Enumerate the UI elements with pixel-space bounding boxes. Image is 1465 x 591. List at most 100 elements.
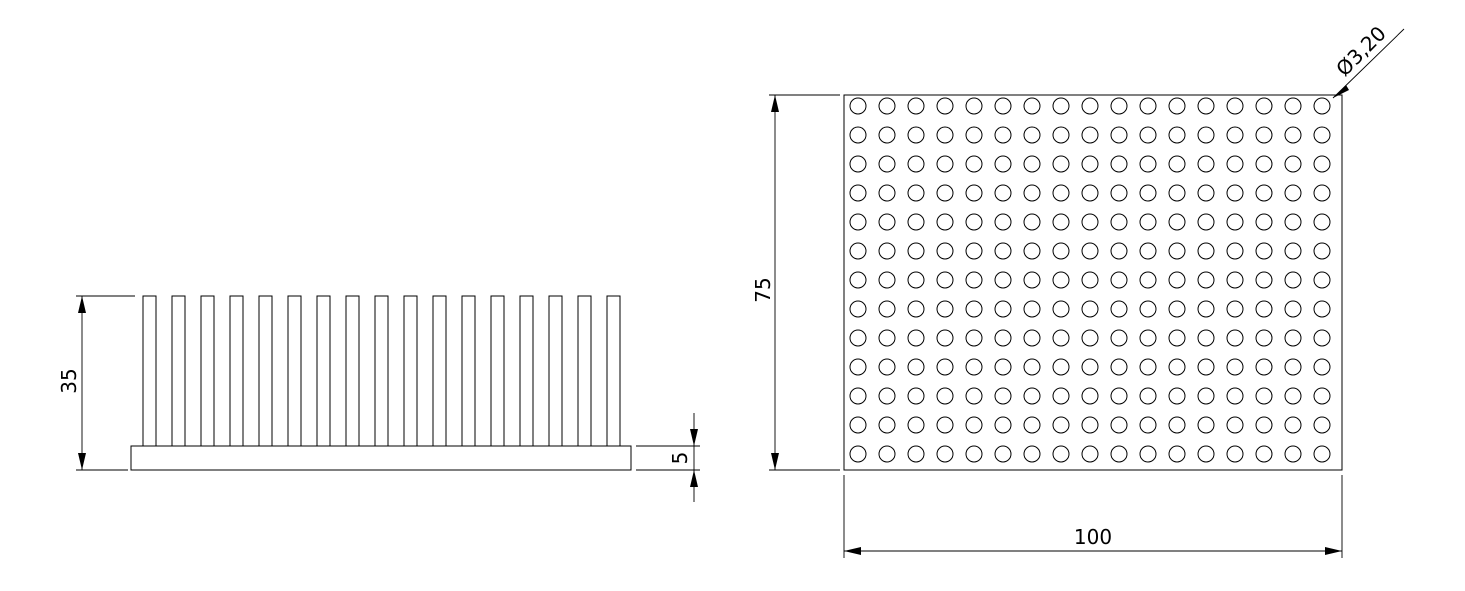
hole: [1255, 358, 1273, 376]
hole: [965, 155, 983, 173]
hole: [1313, 155, 1331, 173]
hole: [1255, 300, 1273, 318]
base-dimension-label: 5: [668, 452, 692, 465]
hole: [1284, 300, 1302, 318]
hole: [1110, 329, 1128, 347]
hole: [1110, 387, 1128, 405]
hole: [849, 213, 867, 231]
hole: [1081, 387, 1099, 405]
hole: [1255, 271, 1273, 289]
hole: [878, 184, 896, 202]
pin: [403, 295, 418, 447]
hole: [1052, 184, 1070, 202]
hole: [849, 126, 867, 144]
hole: [1226, 271, 1244, 289]
hole: [1052, 155, 1070, 173]
hole: [1313, 387, 1331, 405]
hole: [1052, 97, 1070, 115]
hole: [1255, 387, 1273, 405]
plate-outline: [843, 94, 1343, 471]
hole: [1197, 242, 1215, 260]
hole: [965, 300, 983, 318]
hole: [1023, 155, 1041, 173]
hole: [849, 416, 867, 434]
hole: [1081, 445, 1099, 463]
height-dimension-label-75: 75: [751, 277, 775, 302]
width-dimension-label: 100: [1074, 525, 1112, 549]
hole: [849, 184, 867, 202]
pin: [548, 295, 563, 447]
hole: [878, 300, 896, 318]
hole: [1255, 126, 1273, 144]
hole: [1313, 300, 1331, 318]
hole: [965, 416, 983, 434]
top-view: 75 100 Ø3,20: [751, 21, 1405, 558]
pin: [461, 295, 476, 447]
hole: [1110, 416, 1128, 434]
hole: [1052, 358, 1070, 376]
hole: [1255, 155, 1273, 173]
hole: [1255, 445, 1273, 463]
width-dimension-100: 100: [843, 475, 1343, 558]
pin: [432, 295, 447, 447]
hole: [965, 126, 983, 144]
hole: [849, 358, 867, 376]
hole: [907, 445, 925, 463]
hole: [878, 155, 896, 173]
hole: [1313, 213, 1331, 231]
hole: [849, 242, 867, 260]
hole: [1284, 213, 1302, 231]
hole: [1110, 126, 1128, 144]
hole: [1197, 271, 1215, 289]
hole: [994, 271, 1012, 289]
hole: [1255, 242, 1273, 260]
height-dimension-label: 35: [57, 368, 81, 393]
hole: [1139, 271, 1157, 289]
hole: [1197, 126, 1215, 144]
hole: [1168, 271, 1186, 289]
hole: [965, 184, 983, 202]
hole: [1284, 242, 1302, 260]
hole: [1168, 184, 1186, 202]
hole: [1110, 358, 1128, 376]
pin: [258, 295, 273, 447]
hole: [1081, 329, 1099, 347]
hole: [936, 126, 954, 144]
hole: [1284, 416, 1302, 434]
hole: [1052, 126, 1070, 144]
hole: [1197, 184, 1215, 202]
hole: [965, 445, 983, 463]
pin: [606, 295, 621, 447]
hole: [1110, 445, 1128, 463]
hole: [1284, 329, 1302, 347]
hole: [1197, 329, 1215, 347]
hole: [965, 271, 983, 289]
hole: [1052, 387, 1070, 405]
hole: [907, 329, 925, 347]
hole: [1081, 155, 1099, 173]
hole: [1139, 155, 1157, 173]
hole: [994, 242, 1012, 260]
hole-grid: [849, 97, 1331, 463]
hole: [1284, 445, 1302, 463]
hole: [1023, 97, 1041, 115]
hole: [849, 329, 867, 347]
pin: [171, 295, 186, 447]
hole: [1313, 416, 1331, 434]
hole: [994, 300, 1012, 318]
hole: [1168, 97, 1186, 115]
hole: [1284, 358, 1302, 376]
hole: [1139, 184, 1157, 202]
hole: [1168, 300, 1186, 318]
hole: [1139, 213, 1157, 231]
hole: [1313, 126, 1331, 144]
hole: [936, 271, 954, 289]
hole: [994, 416, 1012, 434]
hole: [1023, 242, 1041, 260]
hole: [1284, 271, 1302, 289]
hole: [1226, 416, 1244, 434]
hole: [1226, 184, 1244, 202]
hole: [1313, 242, 1331, 260]
hole: [994, 126, 1012, 144]
hole: [994, 97, 1012, 115]
